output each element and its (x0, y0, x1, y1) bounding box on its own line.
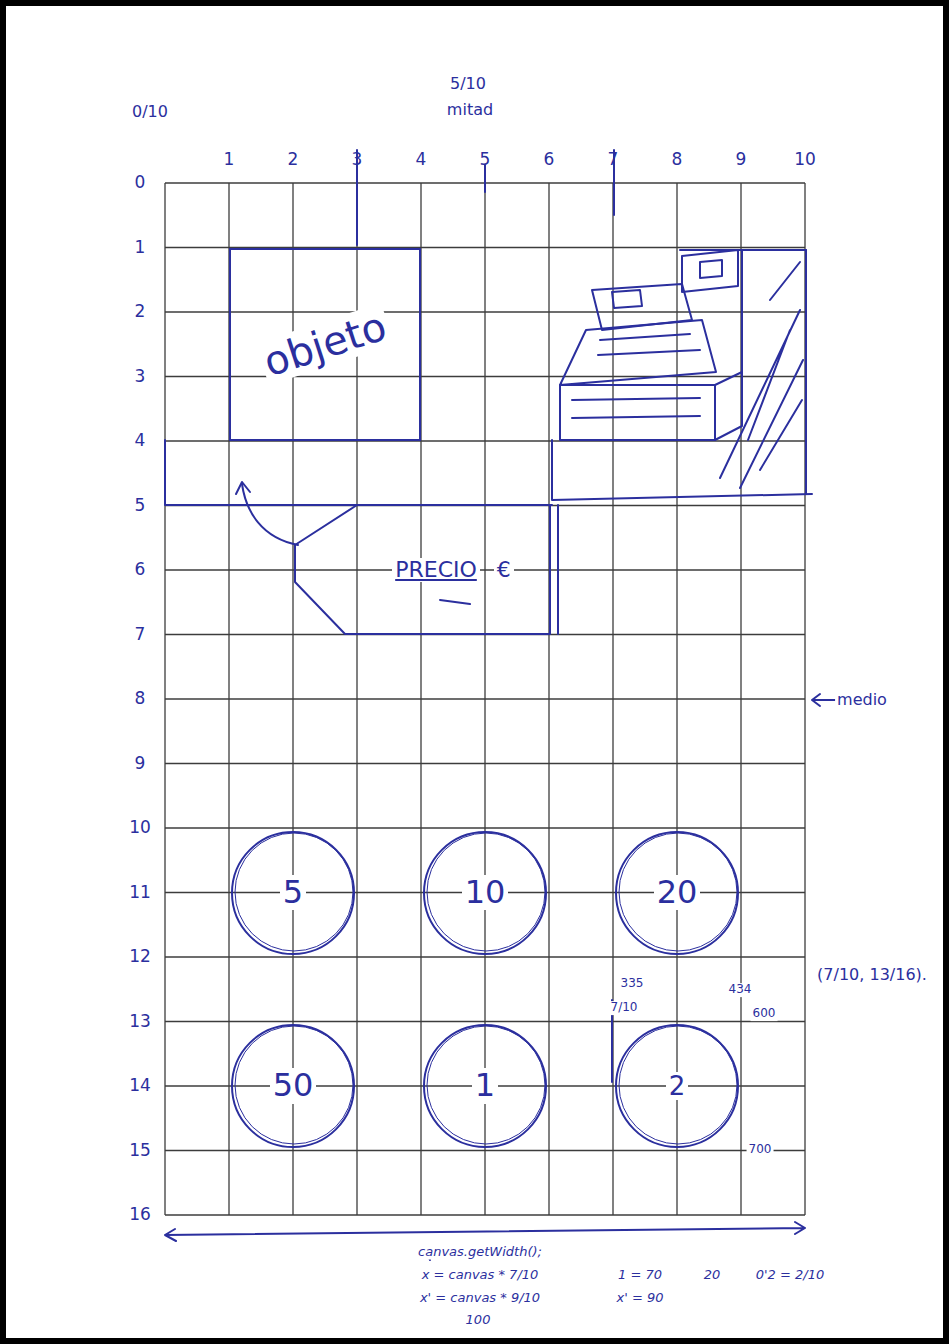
axis-number: 3 (133, 367, 148, 387)
circle-outline (424, 1025, 546, 1147)
tag-string-head (236, 482, 250, 494)
grid-line (165, 569, 805, 570)
tag-string (242, 484, 298, 545)
handwritten-note: canvas.getWidth(); (416, 1245, 544, 1260)
circle-outline (619, 1026, 737, 1144)
circle-outline (235, 833, 353, 951)
axis-number: 8 (670, 150, 685, 170)
price-tag-outline (295, 505, 550, 634)
annotation: 5/10 (448, 75, 488, 93)
axis-number: 9 (133, 754, 148, 774)
annotation: 335 (619, 977, 646, 991)
annotation: 7/10 (609, 1001, 640, 1015)
handwritten-note: 100 (464, 1313, 493, 1328)
pointer-arrow (812, 694, 835, 706)
circle-outline (616, 1025, 738, 1147)
region-line (165, 440, 552, 505)
coin-circle: 5 (230, 830, 356, 956)
axis-number: 1 (133, 238, 148, 258)
axis-number: 10 (127, 818, 153, 838)
axis-number: 0 (133, 173, 148, 193)
grid-line (165, 376, 805, 377)
grid-line (165, 698, 805, 699)
object-box: objeto (229, 248, 421, 442)
coin-value: 10 (462, 875, 509, 910)
axis-number: 10 (792, 150, 818, 170)
handwritten-note: x = canvas * 7/10 (420, 1268, 541, 1283)
circle-outline (235, 1026, 353, 1144)
coin-value: 20 (654, 875, 701, 910)
handwritten-note: x' = canvas * 9/10 (418, 1291, 542, 1306)
annotation: 0/10 (130, 103, 170, 121)
axis-number: 15 (127, 1141, 153, 1161)
circle-outline (232, 832, 354, 954)
annotation: (7/10, 13/16). (815, 966, 929, 984)
circle-outline (427, 1026, 545, 1144)
tag-edge (557, 505, 559, 634)
axis-number: 6 (133, 560, 148, 580)
axis-number: 4 (414, 150, 429, 170)
coin-value: 1 (472, 1068, 498, 1103)
axis-number: 8 (133, 689, 148, 709)
grid-line (165, 763, 805, 764)
axis-number: 5 (133, 496, 148, 516)
grid-line (165, 1021, 805, 1022)
axis-number: 7 (133, 625, 148, 645)
coin-circle: 20 (614, 830, 740, 956)
axis-number: 11 (127, 883, 153, 903)
annotation: mitad (445, 101, 495, 119)
axis-number: 13 (127, 1012, 153, 1032)
axis-number: 16 (127, 1205, 153, 1225)
currency-sign: € (494, 558, 514, 582)
handwritten-note: 1 = 70 (616, 1268, 664, 1283)
axis-number: 7 (606, 150, 621, 170)
circle-outline (232, 1025, 354, 1147)
page-frame (3, 3, 946, 1341)
scribble (440, 600, 470, 604)
annotation: medio (835, 691, 889, 709)
handwritten-note: 20 (702, 1268, 723, 1283)
axis-number: 9 (734, 150, 749, 170)
axis-number: 2 (286, 150, 301, 170)
circle-outline (424, 832, 546, 954)
pen-strokes (165, 150, 835, 1260)
grid-line (165, 1150, 805, 1151)
grid-line (165, 827, 805, 828)
cash-register-sketch (552, 250, 812, 500)
grid-line (165, 956, 805, 957)
grid-line (165, 1214, 805, 1215)
annotation: 434 (727, 983, 754, 997)
axis-number: 5 (478, 150, 493, 170)
axis-number: 12 (127, 947, 153, 967)
handwritten-note: 0'2 = 2/10 (754, 1268, 826, 1283)
axis-number: 1 (222, 150, 237, 170)
node-title: PRECIO (392, 558, 480, 582)
grid-lines (165, 183, 805, 1215)
axis-number: 2 (133, 302, 148, 322)
circle-outline (616, 832, 738, 954)
annotation: 600 (751, 1007, 778, 1021)
handwritten-note: x' = 90 (615, 1291, 666, 1306)
coin-value: 50 (270, 1068, 317, 1103)
width-arrow (165, 1222, 805, 1241)
axis-number: 4 (133, 431, 148, 451)
circle-outline (427, 833, 545, 951)
price-tag-box: PRECIO € (357, 506, 549, 635)
axis-number: 14 (127, 1076, 153, 1096)
coin-value: 2 (666, 1072, 689, 1101)
coin-circle: 10 (422, 830, 548, 956)
axis-number: 3 (350, 150, 365, 170)
coin-value: 5 (280, 875, 306, 910)
axis-number: 6 (542, 150, 557, 170)
coin-circle: 50 (230, 1023, 356, 1149)
node-title: objeto (256, 303, 395, 386)
circle-outline (619, 833, 737, 951)
coin-circle: 1 (422, 1023, 548, 1149)
coin-circle: 2 (614, 1023, 740, 1149)
grid-line (165, 311, 805, 312)
annotation: 700 (747, 1143, 774, 1157)
